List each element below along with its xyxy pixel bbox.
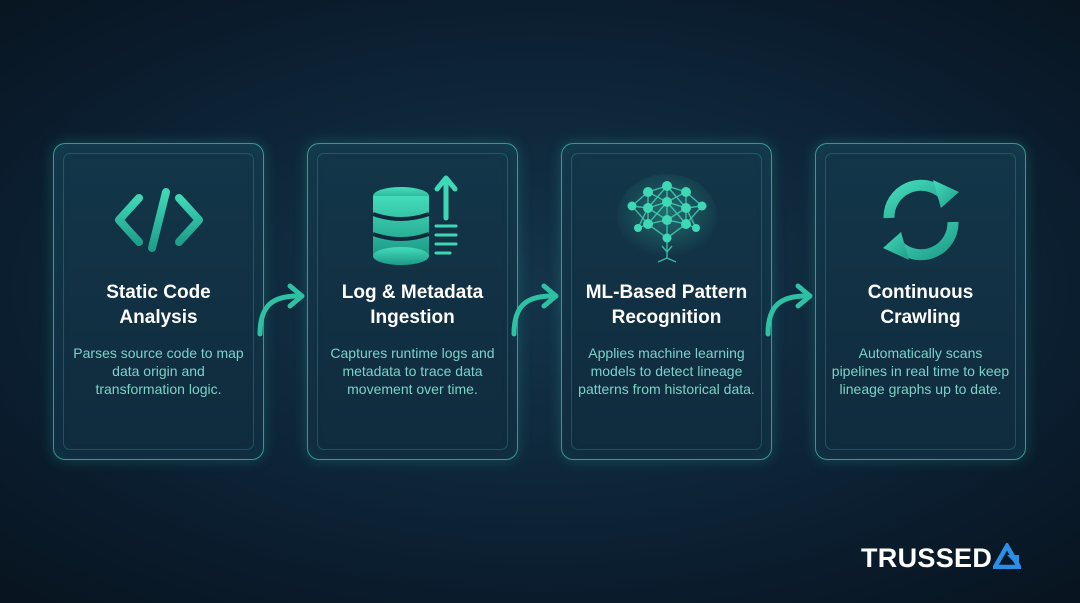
step-card-log-metadata-ingestion: Log & Metadata Ingestion Captures runtim… bbox=[307, 143, 518, 460]
step-description: Parses source code to map data origin an… bbox=[73, 345, 244, 397]
step-title-line-2: Analysis bbox=[119, 306, 198, 328]
step-description: Captures runtime logs and metadata to tr… bbox=[330, 345, 495, 397]
step-title: Static Code Analysis bbox=[62, 281, 255, 330]
brand-name: TRUSSED bbox=[861, 543, 993, 573]
database-upload-icon bbox=[308, 172, 517, 268]
step-title: Log & Metadata Ingestion bbox=[316, 281, 509, 330]
step-card-continuous-crawling: Continuous Crawling Automatically scans … bbox=[815, 143, 1026, 460]
refresh-cycle-icon bbox=[816, 172, 1025, 268]
step-title-line-2: Crawling bbox=[880, 306, 961, 328]
step-title-line-2: Ingestion bbox=[370, 306, 455, 328]
step-title-line-1: Static Code bbox=[106, 282, 211, 303]
step-title: ML-Based Pattern Recognition bbox=[570, 281, 763, 330]
card-inner-frame bbox=[63, 153, 254, 450]
card-inner-frame bbox=[571, 153, 762, 450]
step-card-static-code-analysis: Static Code Analysis Parses source code … bbox=[53, 143, 264, 460]
step-description: Applies machine learning models to detec… bbox=[578, 345, 755, 397]
card-inner-frame bbox=[317, 153, 508, 450]
step-title-line-1: Continuous bbox=[867, 282, 974, 303]
card-inner-frame bbox=[825, 153, 1016, 450]
step-title-line-1: ML-Based Pattern bbox=[585, 282, 748, 303]
brand-logo: TRUSSED bbox=[861, 540, 1024, 575]
curved-arrow-icon bbox=[508, 272, 570, 342]
trussed-logo-mark bbox=[991, 540, 1024, 574]
curved-arrow-icon bbox=[254, 272, 316, 342]
step-title: Continuous Crawling bbox=[824, 281, 1017, 330]
step-title-line-2: Recognition bbox=[611, 306, 722, 328]
step-card-ml-pattern-recognition: ML-Based Pattern Recognition Applies mac… bbox=[561, 143, 772, 460]
step-description: Automatically scans pipelines in real ti… bbox=[831, 345, 1010, 397]
neural-network-brain-icon bbox=[562, 172, 771, 268]
code-brackets-icon bbox=[54, 172, 263, 268]
curved-arrow-icon bbox=[762, 272, 824, 342]
step-title-line-1: Log & Metadata bbox=[341, 282, 484, 303]
